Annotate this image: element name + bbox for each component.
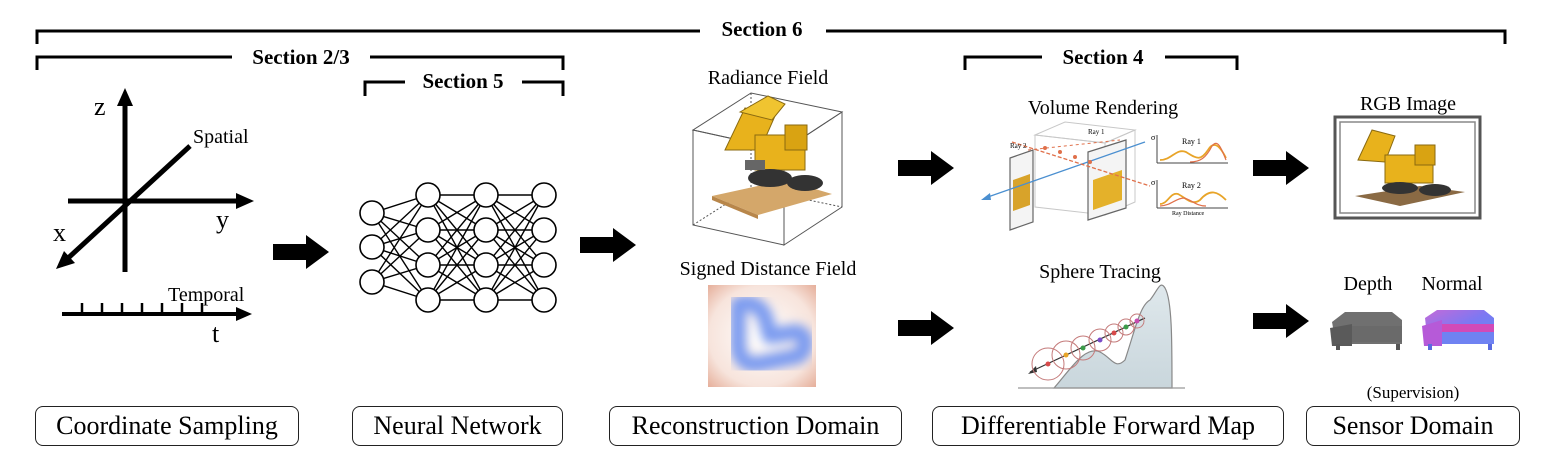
nn-node <box>359 234 385 260</box>
x-axis-label: x <box>53 218 66 247</box>
nn-node <box>531 252 557 278</box>
sphere-tracing-illustration <box>1018 284 1185 389</box>
t-axis-label: t <box>212 319 220 348</box>
temporal-label: Temporal <box>168 284 245 306</box>
stage-label: Differentiable Forward Map <box>960 411 1256 440</box>
arrow-icon <box>898 151 954 185</box>
arrow-icon <box>1253 304 1309 338</box>
section-2-3-bracket: Section 2/3 <box>35 45 565 70</box>
z-axis-label: z <box>94 92 106 121</box>
arrow-icon <box>1253 151 1309 185</box>
stage-label: Sensor Domain <box>1332 411 1494 440</box>
nn-node <box>473 182 499 208</box>
section-6-bracket: Section 6 <box>35 17 1507 44</box>
nn-node <box>415 287 441 313</box>
sigma-label: σ <box>1151 133 1156 142</box>
rgb-image <box>1333 115 1482 220</box>
nn-node <box>359 269 385 295</box>
section-4-label: Section 4 <box>1062 45 1144 69</box>
normal-map-image <box>1422 310 1494 350</box>
volume-rendering-illustration: Ray 2 Ray 1 σ Ray 1 σ Ray 2 Ray Distance <box>981 121 1228 231</box>
nn-edge <box>485 194 545 301</box>
sdf-label: Signed Distance Field <box>680 258 857 280</box>
nn-node <box>531 217 557 243</box>
ray2-plot-label: Ray 2 <box>1182 181 1201 190</box>
sdf-image <box>708 285 816 387</box>
rgb-image-label: RGB Image <box>1360 93 1456 115</box>
nn-edge <box>427 229 487 301</box>
stage-label: Coordinate Sampling <box>56 411 278 440</box>
stage-box-forward-map: Differentiable Forward Map <box>932 406 1284 446</box>
nn-node <box>531 182 557 208</box>
neural-network-icon <box>359 182 557 313</box>
sphere-tracing-label: Sphere Tracing <box>1039 261 1161 283</box>
nn-edge <box>371 194 429 283</box>
section-4-bracket: Section 4 <box>963 45 1239 70</box>
stage-box-coordinate-sampling: Coordinate Sampling <box>35 406 299 446</box>
nn-edge <box>485 229 545 301</box>
arrow-icon <box>273 235 329 269</box>
stage-box-reconstruction-domain: Reconstruction Domain <box>609 406 902 446</box>
ray2-left-label: Ray 2 <box>1010 142 1027 150</box>
nn-node <box>473 217 499 243</box>
nn-edge <box>427 194 487 301</box>
radiance-field-label: Radiance Field <box>708 67 829 89</box>
nn-node <box>473 252 499 278</box>
nn-node <box>531 287 557 313</box>
stage-box-neural-network: Neural Network <box>352 406 563 446</box>
depth-label: Depth <box>1344 273 1393 295</box>
ray-distance-label: Ray Distance <box>1172 211 1204 217</box>
ray1-top-label: Ray 1 <box>1088 128 1105 136</box>
section-2-3-label: Section 2/3 <box>252 45 349 69</box>
sigma-label-2: σ <box>1151 178 1156 187</box>
nn-edge <box>485 194 545 266</box>
radiance-field-cube-icon <box>691 92 844 246</box>
coordinate-axes: z x y Spatial <box>53 88 254 272</box>
y-axis-label: y <box>216 205 229 234</box>
section-5-label: Section 5 <box>422 69 503 93</box>
volume-rendering-label: Volume Rendering <box>1028 97 1178 119</box>
supervision-label: (Supervision) <box>1367 383 1460 402</box>
temporal-axis: Temporal t <box>62 284 252 348</box>
nn-node <box>473 287 499 313</box>
section-6-label: Section 6 <box>721 17 802 41</box>
depth-map-image <box>1330 312 1402 350</box>
stage-label: Reconstruction Domain <box>631 411 880 440</box>
nn-node <box>415 182 441 208</box>
nn-node <box>415 217 441 243</box>
stage-box-sensor-domain: Sensor Domain <box>1306 406 1520 446</box>
arrow-icon <box>898 311 954 345</box>
spatial-label: Spatial <box>193 126 249 148</box>
nn-edge <box>427 194 487 266</box>
nn-node <box>359 200 385 226</box>
arrow-icon <box>580 228 636 262</box>
stage-label: Neural Network <box>373 411 542 440</box>
ray1-plot-label: Ray 1 <box>1182 137 1201 146</box>
normal-label: Normal <box>1421 273 1483 295</box>
section-5-bracket: Section 5 <box>363 69 565 96</box>
nn-node <box>415 252 441 278</box>
